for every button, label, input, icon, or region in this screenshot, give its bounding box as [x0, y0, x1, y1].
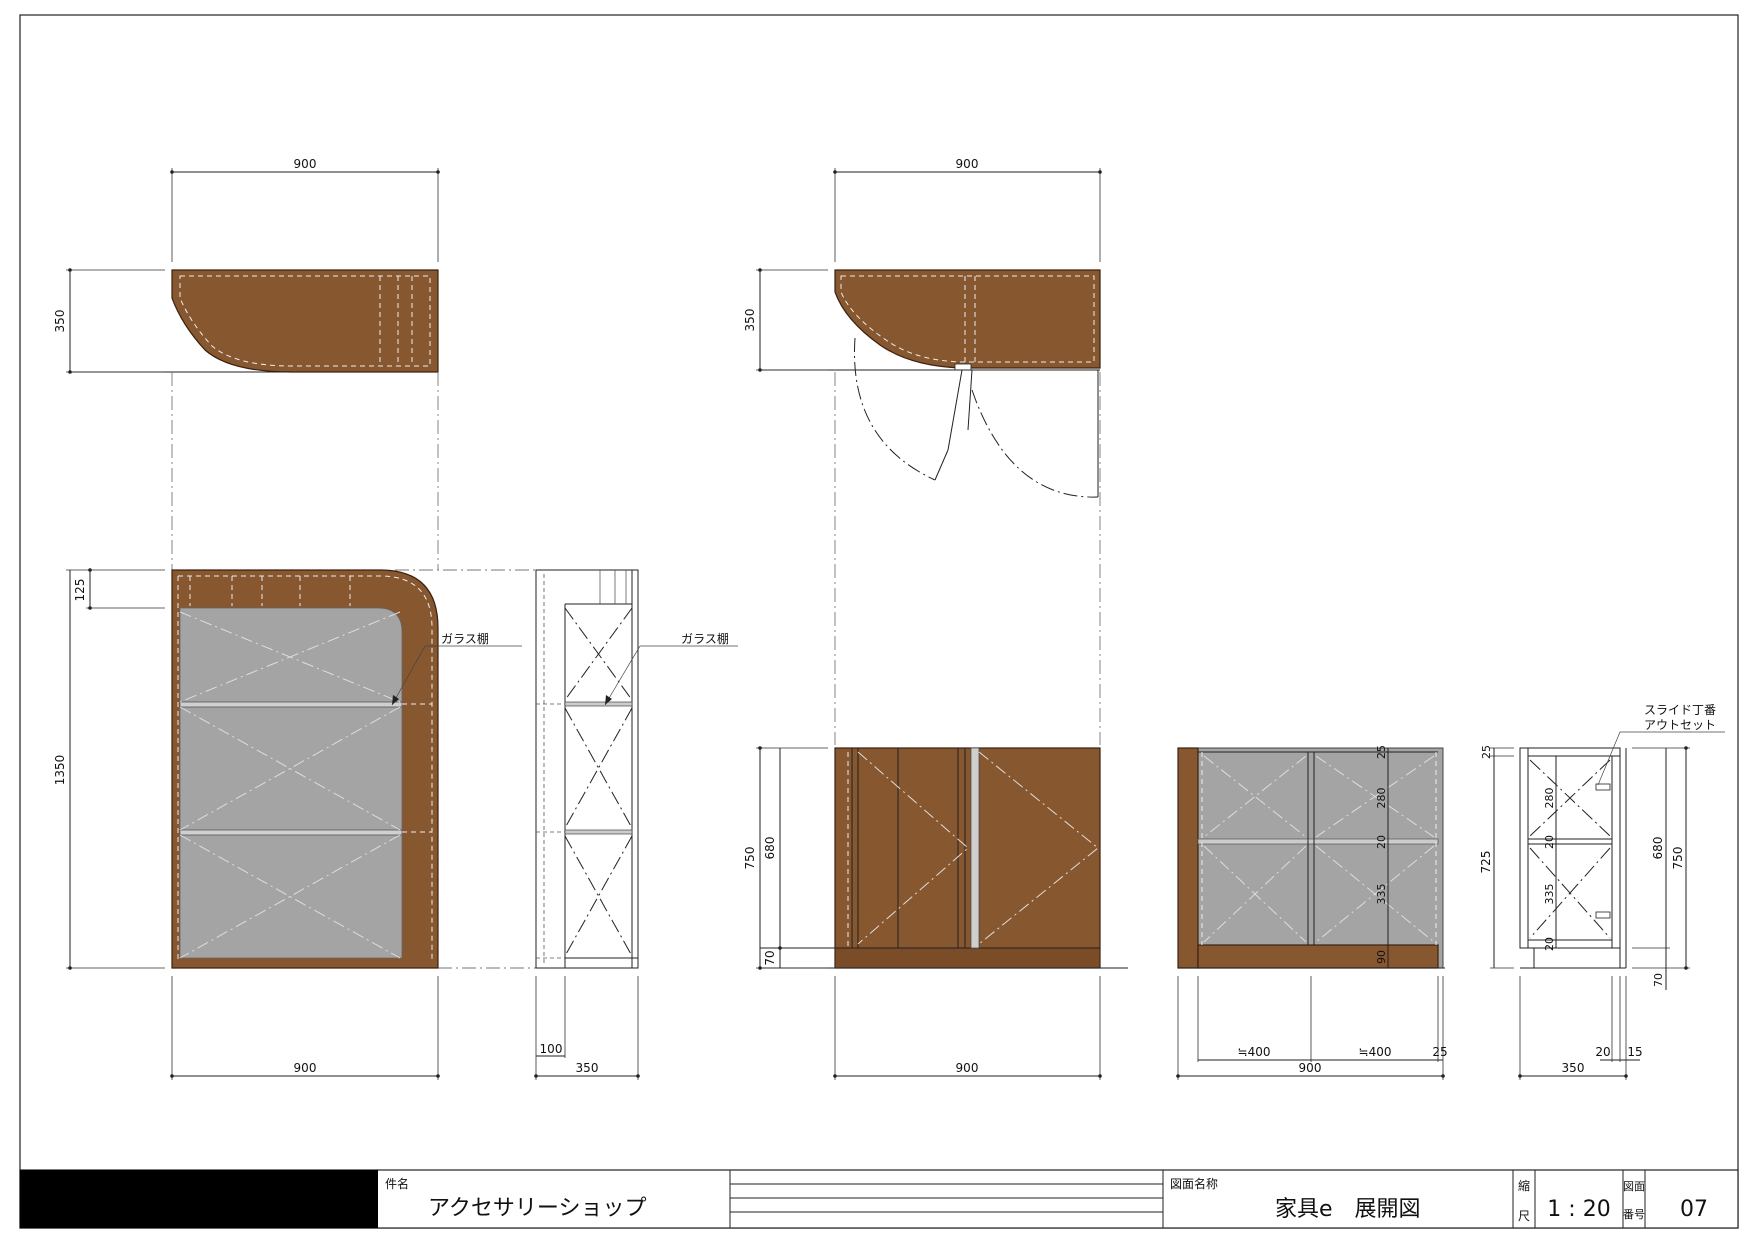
dim-sect-top: 25 [1480, 745, 1493, 759]
dim-front-height: 1350 [53, 755, 67, 786]
scale-label-2: 尺 [1518, 1209, 1530, 1223]
side-section-tall: ガラス棚 100 350 [534, 569, 738, 1080]
dim-sect-height: 725 [1479, 851, 1493, 874]
dim-sect-shelf1: 20 [1543, 835, 1556, 849]
dim-sect-shelf2: 20 [1543, 937, 1556, 951]
dim-sect-depth: 350 [1562, 1061, 1585, 1075]
dim-inner-top: 25 [1375, 745, 1388, 759]
low-front-elevation: 750 680 70 900 [743, 746, 1128, 1080]
front-elevation-tall: ガラス棚 125 1350 900 [53, 568, 522, 1080]
drawing-name: 家具e 展開図 [1275, 1197, 1421, 1222]
dim-front-top: 125 [73, 579, 87, 602]
dim-low-front-height: 750 [743, 847, 757, 870]
dim-inner-width: 900 [1299, 1061, 1322, 1075]
dim-top2-depth: 350 [743, 309, 757, 332]
dim-inner-edge: 25 [1432, 1045, 1447, 1059]
callout-hinge-line2: アウトセット [1644, 718, 1716, 732]
dim-top1-depth: 350 [53, 310, 67, 333]
dim-low-front-inner: 680 [763, 837, 777, 860]
number-label-1: 図面 [1623, 1180, 1645, 1193]
top-plan-right: 900 350 [743, 157, 1102, 498]
side-section-low: スライド丁番 アウトセット 25 725 280 20 335 20 680 7… [1479, 703, 1725, 1080]
dim-top1-width: 900 [294, 157, 317, 171]
dim-inner-shelf1: 20 [1375, 835, 1388, 849]
dim-side-offset: 100 [540, 1042, 563, 1056]
project-label: 件名 [385, 1176, 409, 1191]
dim-inner-base: 90 [1375, 950, 1388, 964]
scale-value: 1 : 20 [1547, 1197, 1610, 1222]
scale-label-1: 縮 [1518, 1178, 1530, 1193]
dim-inner-half-left: ≒400 [1238, 1045, 1271, 1059]
dim-top2-width: 900 [956, 157, 979, 171]
top-plan-left: 900 350 [53, 157, 440, 374]
project-name: アクセサリーショップ [428, 1196, 646, 1221]
callout-hinge-line1: スライド丁番 [1644, 703, 1716, 717]
dim-sect-upper: 280 [1543, 788, 1556, 809]
dim-low-front-plinth: 70 [763, 950, 777, 965]
dim-inner-lower: 335 [1375, 884, 1388, 905]
dim-sect-a: 20 [1595, 1045, 1610, 1059]
projection-lines [171, 372, 1101, 969]
dim-inner-upper: 280 [1375, 788, 1388, 809]
title-block: 件名 アクセサリーショップ 図面名称 家具e 展開図 縮 尺 1 : 20 図面… [19, 1169, 1739, 1229]
drawing-name-label: 図面名称 [1170, 1176, 1218, 1191]
callout-glass-shelf-2: ガラス棚 [681, 631, 729, 646]
inner-elevation: 25 280 20 335 90 ≒400 ≒400 25 900 [1176, 745, 1448, 1080]
dim-sect-plinth: 70 [1652, 973, 1665, 987]
dim-side-depth: 350 [576, 1061, 599, 1075]
title-block-black-bar [20, 1170, 378, 1228]
drawing-number: 07 [1680, 1197, 1708, 1222]
number-label-2: 番号 [1623, 1208, 1645, 1221]
callout-glass-shelf-1: ガラス棚 [441, 631, 489, 646]
dim-low-front-width: 900 [956, 1061, 979, 1075]
dim-sect-b: 15 [1627, 1045, 1642, 1059]
dim-sect-lower: 335 [1543, 884, 1556, 905]
dim-sect-inner: 680 [1651, 837, 1665, 860]
dim-inner-half-right: ≒400 [1359, 1045, 1392, 1059]
dim-sect-total: 750 [1671, 847, 1685, 870]
dim-front-width: 900 [294, 1061, 317, 1075]
